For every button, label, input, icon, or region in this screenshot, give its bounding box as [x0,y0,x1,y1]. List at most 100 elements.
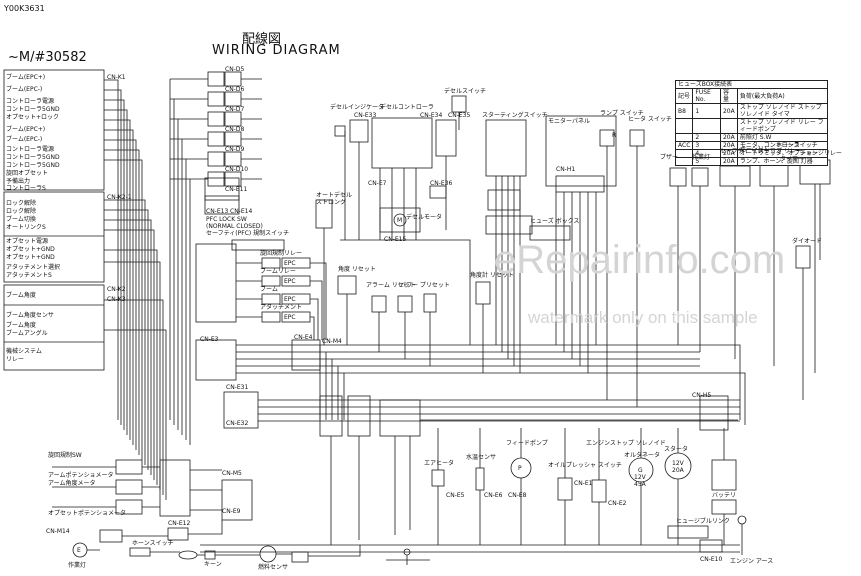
component-label: オイルプレッシャ スイッチ [548,462,622,469]
fuse-table-header: 容量 [719,88,738,104]
document-code: Y00K3631 [4,4,45,13]
component-label: ヒュージブルリンク [676,518,730,525]
table-cell: 20A [719,133,738,142]
left-label: ブーム角度 [6,322,36,329]
fuse-table-header: 記号 [674,88,694,104]
component-label: EPC [284,296,296,303]
diagram-title-en: WIRING DIAGRAM [212,43,341,58]
component-label: タイマー [780,156,805,163]
table-cell [674,133,694,142]
component-label: EPC [284,278,296,285]
component-label: EPC [284,260,296,267]
table-cell: ストップ ソレノイド ストップ ソレノイド タイマ [736,103,829,119]
left-label: 機械システム [6,348,42,355]
fuse-table-header: FUSE No. [692,88,721,104]
left-label: コントローラ電源 [6,146,55,153]
left-label: コントローラ5GND [6,162,60,169]
connector-id: CN-E8 [508,492,527,499]
table-cell: 1 [692,103,721,119]
diagram-title-jp: 配線図 [242,32,282,47]
decel-controller-box [371,117,433,169]
component-label: 水温センサ [466,454,497,461]
left-label: オプセット+ロック [6,114,60,121]
connector-block-e3 [195,243,237,323]
component-label: エンジンストップ ソレノイド [586,440,666,447]
left-label: オプセット+GND [6,246,55,253]
connector-id: CN-D10 [225,166,249,173]
connector-id: CN-K2-1 [107,194,132,201]
fuse-connection-table: ヒューズBOX接続表 記号 FUSE No. 容量 負荷(最大負荷A) B8 1… [674,80,829,166]
left-label: ブーム角度センサ [6,312,54,319]
left-label: オプセットポテンショメータ [48,510,127,517]
component-label: 45A [634,481,646,488]
component-label: ヒータ スイッチ [628,116,672,123]
table-cell [674,157,694,166]
connector-id: CN-E5 [446,492,465,499]
connector-id: CN-E9 [222,508,241,515]
component-label: セーフティ リレー [720,148,770,155]
connector-id: CN-E31 [226,384,249,391]
left-label: オプセット電源 [6,238,49,245]
component-label: オートデセル [316,192,353,199]
component-label: アラーム リセット [366,282,416,289]
left-label: ブーム(EPC-) [6,136,43,143]
serial-range: ~M/#30582 [8,50,87,65]
left-label: アームポテンショメータ [48,472,114,479]
table-cell: 前照灯 S.W [736,133,829,142]
component-label: ブームリレー [260,268,296,275]
left-label: オプセット+GND [6,254,55,261]
connector-id: CN-M14 [46,528,70,535]
fuse-table-header: 負荷(最大負荷A) [736,88,829,104]
component-label: 旋回規制リレー [260,250,303,257]
connector-id: CN-E6 [484,492,503,499]
connector-block-right [699,395,729,431]
component-label: ストロング [316,199,347,206]
left-label: ブームアングル [6,330,48,337]
connector-id: CN-D9 [225,146,245,153]
starting-switch-box [485,119,527,177]
connector-id: CN-M4 [322,338,342,345]
component-label: 角度計 リセット [470,272,514,279]
component-label: EPC [284,314,296,321]
component-label: フィードポンプ [506,440,548,447]
connector-id: CN-E4 [294,334,313,341]
left-label: コントローラ電源 [6,98,55,105]
connector-id: CN-D5 [225,66,245,73]
left-label-block-2 [3,191,105,283]
component-label: ストップ リレー [758,148,802,155]
left-label: ロック解除 [6,200,37,207]
component-label: R [612,132,617,139]
table-row: 2 20A 前照灯 S.W [674,133,829,142]
table-cell: 20A [719,157,738,166]
table-cell: ストップ ソレノイド リレー フィードポンプ [736,118,829,134]
table-row: 4 20A オートリミッタ、オプション [674,149,829,158]
component-label: G [638,467,643,474]
table-cell [719,118,738,134]
connector-id: CN-E36 [430,180,453,187]
table-cell: 20A [719,103,738,119]
component-label: 角度 リセット [338,266,376,273]
component-label: エンジン アース [730,558,774,565]
component-label: PFC LOCK SW [206,216,247,223]
connector-id: CN-E3 [200,336,219,343]
component-label: スターティングスイッチ [482,112,548,119]
component-label: ホーンスイッチ [776,142,818,149]
component-label: アタッチメント [260,304,303,311]
connector-id: CN-E14 [230,208,253,215]
connector-id: CN-D7 [225,106,245,113]
table-row: 5 20A ランプ、ホーン、旋回 灯器 [674,157,829,166]
watermark-subtext: watermark only on this sample [528,308,758,327]
table-cell: ランプ、ホーン、旋回 灯器 [736,157,829,166]
left-label: アタッチメントS [6,272,52,279]
connector-id: CN-H5 [692,392,712,399]
component-label: (NORMAL CLOSED) [206,223,263,230]
fuse-table-title: ヒューズBOX接続表 [675,80,828,89]
left-label: 旋回オプセット [6,170,49,177]
left-label: ブーム(EPC+) [6,74,46,81]
component-label: M [397,217,403,224]
left-label: コントローラS [6,185,46,192]
left-label: 旋回規制SW [48,452,82,459]
component-label: キーン [204,561,222,568]
connector-id: CN-D6 [225,86,245,93]
connector-id: CN-K3 [107,296,126,303]
